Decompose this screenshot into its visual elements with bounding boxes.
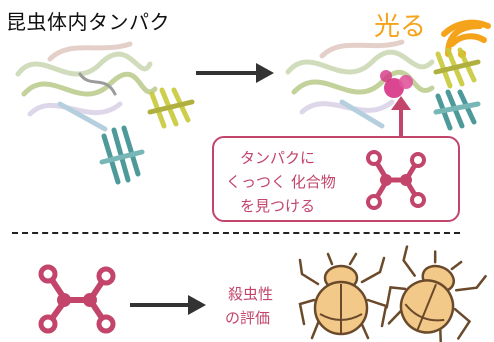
protein-teal-right xyxy=(433,89,481,131)
right-arrow-icon xyxy=(196,63,274,83)
evaluation-line-1: 殺虫性 xyxy=(228,285,274,303)
glow-label: 光る xyxy=(374,12,427,42)
protein-structure-right xyxy=(285,39,435,129)
compound-callout: タンパクに くっつく 化合物 を見つける xyxy=(212,136,460,222)
callout-line-2: くっつく 化合物 xyxy=(226,173,336,191)
callout-line-3: を見つける xyxy=(240,197,316,215)
molecule-icon xyxy=(366,150,426,210)
protein-teal-left xyxy=(99,125,145,185)
insect-protein-title: 昆虫体内タンパク xyxy=(6,10,170,34)
right-arrow-icon xyxy=(130,295,206,315)
insect-icon xyxy=(298,252,388,340)
up-arrow-icon xyxy=(391,96,411,138)
insect-icon xyxy=(385,245,487,342)
callout-line-1: タンパクに xyxy=(240,149,316,167)
molecule-icon xyxy=(38,264,116,334)
evaluation-line-2: の評価 xyxy=(225,309,271,327)
protein-yellow-right xyxy=(433,47,481,89)
bound-compound-glow xyxy=(380,70,413,98)
protein-structure-left xyxy=(15,41,158,132)
protein-yellow-left xyxy=(147,87,195,129)
section-divider xyxy=(12,232,460,234)
